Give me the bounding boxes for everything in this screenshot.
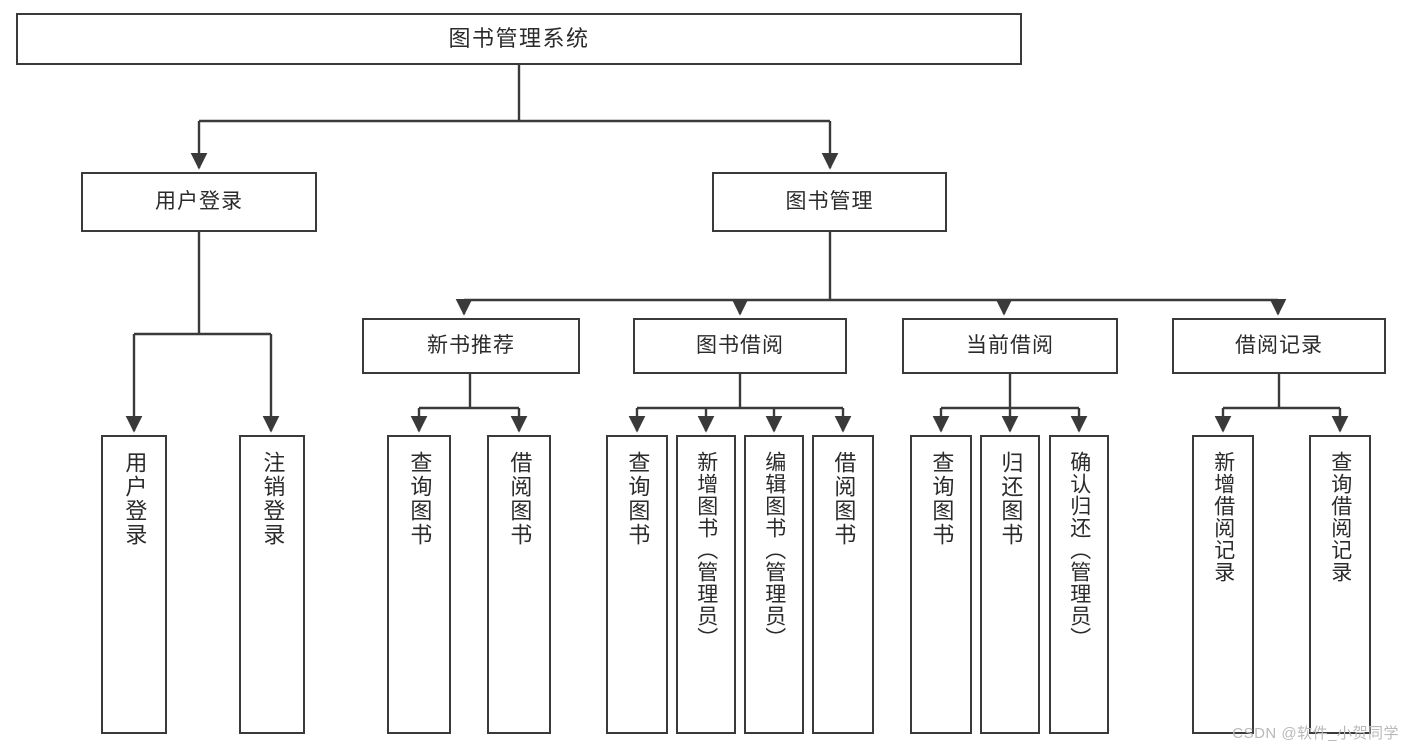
node-borrowing-record[interactable]: 借阅记录	[1172, 318, 1386, 374]
leaf-new-book-borrow-books[interactable]: 借阅图书	[487, 435, 551, 734]
node-label: 借阅图书	[507, 451, 533, 547]
node-book-management[interactable]: 图书管理	[712, 172, 947, 232]
node-label: 用户登录	[155, 189, 243, 213]
leaf-current-confirm-return-admin[interactable]: 确认归还（管理员）	[1049, 435, 1109, 734]
leaf-borrow-add-book-admin[interactable]: 新增图书（管理员）	[676, 435, 736, 734]
node-current-borrowing[interactable]: 当前借阅	[902, 318, 1118, 374]
node-label: 查询借阅记录	[1328, 451, 1352, 583]
node-label: 注销登录	[260, 451, 286, 547]
node-new-book-recommendation[interactable]: 新书推荐	[362, 318, 580, 374]
node-label: 查询图书	[625, 451, 651, 547]
node-label: 新增图书（管理员）	[694, 451, 718, 649]
node-label: 归还图书	[998, 451, 1024, 547]
node-label: 图书管理	[785, 189, 874, 213]
leaf-record-add-borrow-record[interactable]: 新增借阅记录	[1192, 435, 1254, 734]
leaf-new-book-query-books[interactable]: 查询图书	[387, 435, 451, 734]
node-label: 查询图书	[407, 451, 433, 547]
node-label: 图书借阅	[696, 333, 784, 357]
leaf-borrow-borrow-books[interactable]: 借阅图书	[812, 435, 874, 734]
node-label: 用户登录	[122, 451, 148, 547]
leaf-current-return-books[interactable]: 归还图书	[980, 435, 1040, 734]
node-label: 新书推荐	[427, 333, 515, 357]
node-label: 新增借阅记录	[1211, 451, 1235, 583]
leaf-user-login-login[interactable]: 用户登录	[101, 435, 167, 734]
node-label: 图书管理系统	[448, 26, 590, 52]
leaf-borrow-edit-book-admin[interactable]: 编辑图书（管理员）	[744, 435, 804, 734]
node-label: 编辑图书（管理员）	[762, 451, 786, 649]
node-label: 查询图书	[929, 451, 955, 547]
node-user-login[interactable]: 用户登录	[81, 172, 317, 232]
leaf-current-query-books[interactable]: 查询图书	[910, 435, 972, 734]
node-book-borrowing[interactable]: 图书借阅	[633, 318, 847, 374]
node-label: 借阅记录	[1235, 333, 1323, 357]
leaf-record-query-borrow-record[interactable]: 查询借阅记录	[1309, 435, 1371, 734]
node-label: 确认归还（管理员）	[1067, 451, 1091, 649]
leaf-borrow-query-books[interactable]: 查询图书	[606, 435, 668, 734]
node-root-book-management-system[interactable]: 图书管理系统	[16, 13, 1022, 65]
node-label: 当前借阅	[966, 333, 1054, 357]
node-label: 借阅图书	[831, 451, 857, 547]
leaf-user-login-logout[interactable]: 注销登录	[239, 435, 305, 734]
